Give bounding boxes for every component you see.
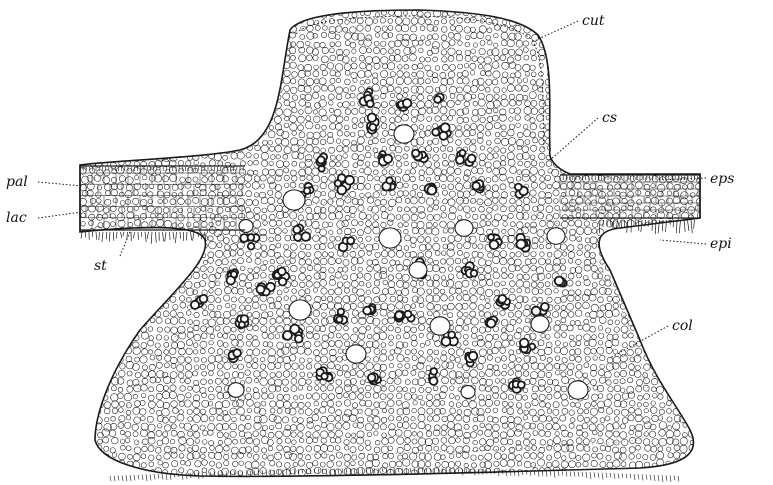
leader-cut <box>536 21 578 40</box>
leader-lac <box>38 212 82 218</box>
label-cs: cs <box>602 110 617 126</box>
leader-pal <box>38 182 82 186</box>
label-st: st <box>94 258 107 274</box>
label-eps: eps <box>710 171 734 187</box>
leader-cs <box>550 118 598 160</box>
label-epi: epi <box>710 236 732 252</box>
label-col: col <box>672 318 693 334</box>
cuticle-line <box>296 16 544 150</box>
leader-epi <box>660 240 706 244</box>
label-cut: cut <box>582 13 605 29</box>
label-pal: pal <box>6 174 28 190</box>
leader-eps <box>658 178 706 180</box>
label-lac: lac <box>6 210 27 226</box>
lower-epidermis-hairs-left <box>81 232 206 244</box>
